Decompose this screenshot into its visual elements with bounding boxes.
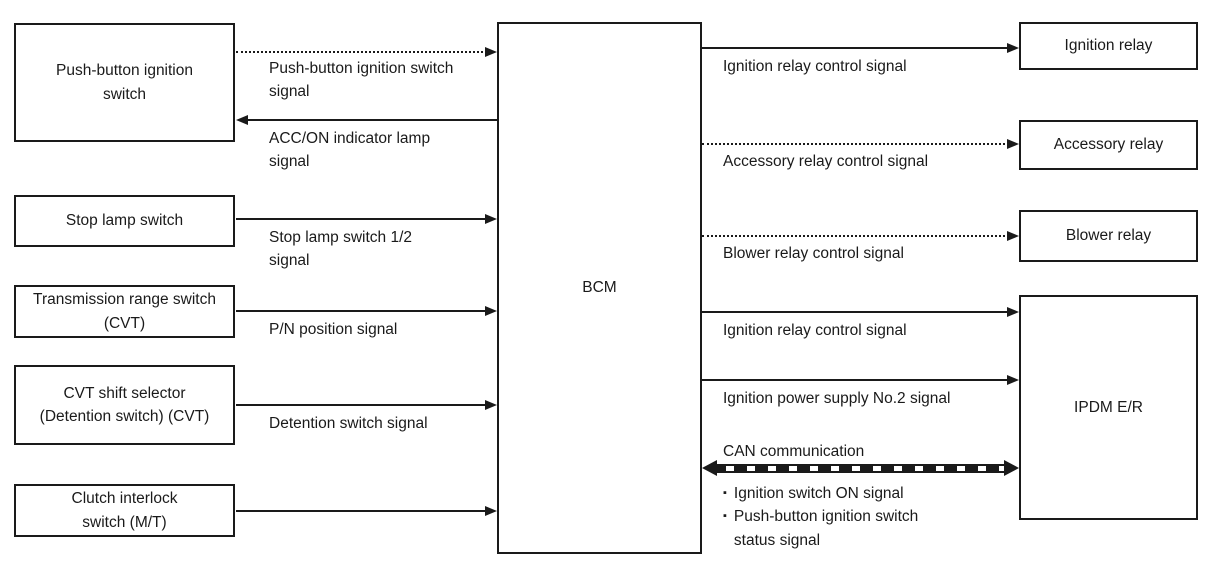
node-clutch-interlock-switch: Clutch interlock switch (M/T) (14, 484, 235, 537)
arrow-head-icon (702, 460, 717, 476)
arrow-head-icon (485, 214, 497, 224)
arrow-head-icon (1004, 460, 1019, 476)
edge-pn-position-line (236, 310, 491, 312)
edge-ignition-relay-control-ipdm-line (702, 311, 1013, 313)
arrow-head-icon (485, 306, 497, 316)
signal-label-push-button-signal: Push-button ignition switch signal (269, 60, 454, 101)
can-signal-item: ▪ Ignition switch ON signal (723, 482, 978, 505)
signal-label-stop-lamp-12: Stop lamp switch 1/2 signal (269, 229, 413, 270)
edge-can-communication-line (713, 464, 1008, 473)
edge-acc-on-indicator-line (240, 119, 497, 121)
edge-ignition-relay-control-line (702, 47, 1013, 49)
can-signal-text: Push-button ignition switch status signa… (733, 508, 919, 549)
bullet-icon: ▪ (723, 487, 727, 499)
bullet-icon: ▪ (723, 510, 727, 523)
arrow-head-icon (485, 400, 497, 410)
signal-label-blower-relay-control: Blower relay control signal (723, 245, 904, 262)
node-label: Clutch interlock switch (M/T) (71, 490, 178, 531)
arrow-head-icon (485, 47, 497, 57)
node-cvt-shift-selector: CVT shift selector (Detention switch) (C… (14, 365, 235, 445)
node-stop-lamp-switch: Stop lamp switch (14, 195, 235, 247)
node-label: Blower relay (1065, 227, 1152, 245)
arrow-head-icon (1007, 307, 1019, 317)
signal-label-accessory-relay-control: Accessory relay control signal (723, 153, 929, 170)
signal-label-pn-position: P/N position signal (269, 321, 398, 338)
node-label: CVT shift selector (Detention switch) (C… (39, 384, 210, 425)
signal-label-acc-on-indicator: ACC/ON indicator lamp signal (269, 130, 431, 171)
arrow-head-icon (236, 115, 248, 125)
node-label: Transmission range switch (CVT) (33, 291, 216, 332)
arrow-head-icon (1007, 375, 1019, 385)
edge-stop-lamp-line (236, 218, 491, 220)
edge-push-button-signal-line (236, 51, 491, 53)
node-label: IPDM E/R (1074, 398, 1143, 416)
edge-ignition-power-no2-line (702, 379, 1013, 381)
signal-label-ignition-relay-control-1: Ignition relay control signal (723, 58, 907, 75)
signal-label-ignition-power-no2: Ignition power supply No.2 signal (723, 390, 951, 407)
node-ipdm-er: IPDM E/R (1019, 295, 1198, 520)
node-blower-relay: Blower relay (1019, 210, 1198, 262)
signal-label-can-communication: CAN communication (723, 443, 865, 460)
arrow-head-icon (1007, 139, 1019, 149)
arrow-head-icon (485, 506, 497, 516)
node-label: Stop lamp switch (65, 212, 184, 230)
signal-label-ignition-relay-control-2: Ignition relay control signal (723, 322, 907, 339)
edge-clutch-interlock-line (236, 510, 491, 512)
edge-accessory-relay-control-line (702, 143, 1013, 145)
node-ignition-relay: Ignition relay (1019, 22, 1198, 70)
node-push-button-ignition-switch: Push-button ignition switch (14, 23, 235, 142)
can-signal-text: Ignition switch ON signal (733, 485, 904, 502)
node-accessory-relay: Accessory relay (1019, 120, 1198, 170)
arrow-head-icon (1007, 231, 1019, 241)
node-bcm: BCM (497, 22, 702, 554)
node-label: Ignition relay (1064, 37, 1153, 55)
node-label: Accessory relay (1053, 136, 1164, 154)
node-label: BCM (582, 279, 617, 297)
node-transmission-range-switch: Transmission range switch (CVT) (14, 285, 235, 338)
edge-detention-line (236, 404, 491, 406)
edge-blower-relay-control-line (702, 235, 1013, 237)
can-signal-list: ▪ Ignition switch ON signal ▪ Push-butto… (723, 482, 978, 552)
node-label: Push-button ignition switch (55, 62, 193, 103)
arrow-head-icon (1007, 43, 1019, 53)
can-signal-item: ▪ Push-button ignition switch status sig… (723, 505, 978, 552)
signal-label-detention: Detention switch signal (269, 415, 428, 432)
